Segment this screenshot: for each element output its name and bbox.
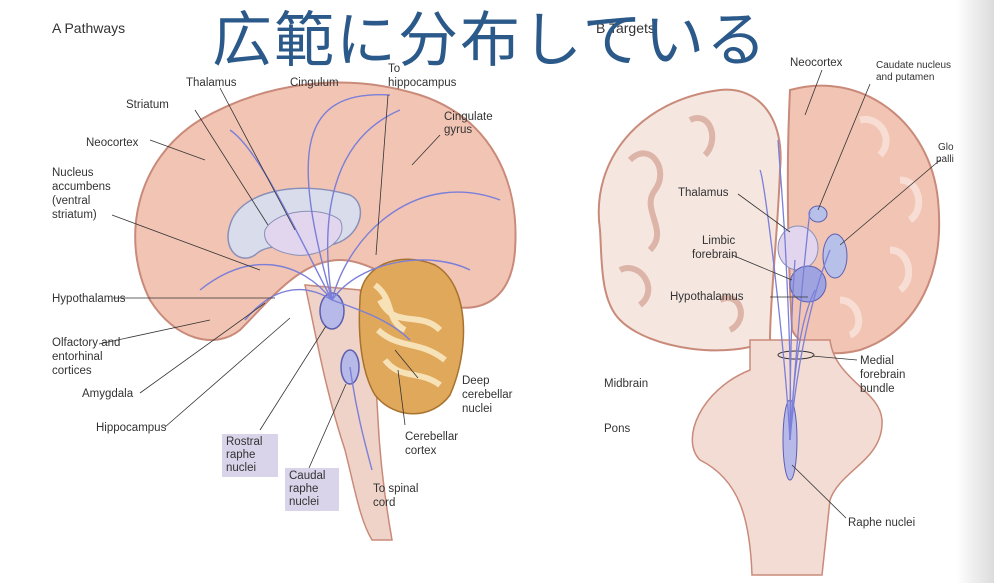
label-deep-cerebellar-1: Deep [462, 375, 490, 387]
label-olfactory-2: entorhinal [52, 351, 103, 363]
label-olfactory-1: Olfactory and [52, 337, 120, 349]
label-hypothalamus: Hypothalamus [52, 293, 126, 305]
label-to-spinal-cord-2: cord [373, 497, 395, 509]
label-b-neocortex: Neocortex [790, 57, 843, 69]
page-edge-shadow [956, 0, 994, 583]
label-cerebellar-cortex-1: Cerebellar [405, 431, 458, 443]
label-b-globus-1: Globus [938, 142, 954, 153]
label-amygdala: Amygdala [82, 388, 134, 400]
label-cerebellar-cortex-2: cortex [405, 445, 437, 457]
label-nucleus-accumbens-4: striatum) [52, 209, 97, 221]
caudal-raphe-box: Caudal raphe nuclei [285, 468, 339, 511]
label-b-medial-1: Medial [860, 355, 894, 367]
label-b-caudate-1: Caudate nucleus [876, 60, 951, 71]
label-deep-cerebellar-2: cerebellar [462, 389, 513, 401]
label-to-spinal-cord-1: To spinal [373, 483, 418, 495]
label-b-limbic-2: forebrain [692, 249, 737, 261]
label-cingulate-gyrus-2: gyrus [444, 124, 472, 136]
label-nucleus-accumbens-2: accumbens [52, 181, 111, 193]
label-b-medial-2: forebrain [860, 369, 905, 381]
panel-b-diagram: Neocortex Caudate nucleus and putamen Gl… [560, 0, 954, 583]
caudate-b [809, 206, 827, 222]
label-deep-cerebellar-3: nuclei [462, 403, 492, 415]
left-hemisphere [599, 90, 781, 351]
label-cingulate-gyrus-1: Cingulate [444, 111, 493, 123]
label-hippocampus: Hippocampus [96, 422, 167, 434]
label-b-thalamus: Thalamus [678, 187, 729, 199]
label-neocortex: Neocortex [86, 137, 139, 149]
label-b-midbrain: Midbrain [604, 378, 648, 390]
label-b-medial-3: bundle [860, 383, 895, 395]
rostral-raphe-line-1: Rostral [226, 436, 274, 449]
label-b-pons: Pons [604, 423, 630, 435]
cerebellum-shape [359, 259, 463, 414]
label-b-hypothalamus: Hypothalamus [670, 291, 744, 303]
label-nucleus-accumbens-3: (ventral [52, 195, 90, 207]
overlay-title: 広範に分布している [212, 0, 768, 79]
rostral-raphe-line-2: raphe [226, 449, 274, 462]
label-striatum: Striatum [126, 99, 169, 111]
caudal-raphe-line-1: Caudal [289, 470, 335, 483]
caudal-raphe-line-2: raphe [289, 483, 335, 496]
label-olfactory-3: cortices [52, 365, 92, 377]
label-nucleus-accumbens-1: Nucleus [52, 167, 94, 179]
label-b-globus-2: pallidus [936, 154, 954, 165]
rostral-raphe-line-3: nuclei [226, 462, 274, 475]
caudal-raphe-line-3: nuclei [289, 496, 335, 509]
label-b-caudate-2: and putamen [876, 72, 934, 83]
label-b-raphe: Raphe nuclei [848, 517, 915, 529]
rostral-raphe-box: Rostral raphe nuclei [222, 434, 278, 477]
label-b-limbic-1: Limbic [702, 235, 735, 247]
globus-b [823, 234, 847, 278]
